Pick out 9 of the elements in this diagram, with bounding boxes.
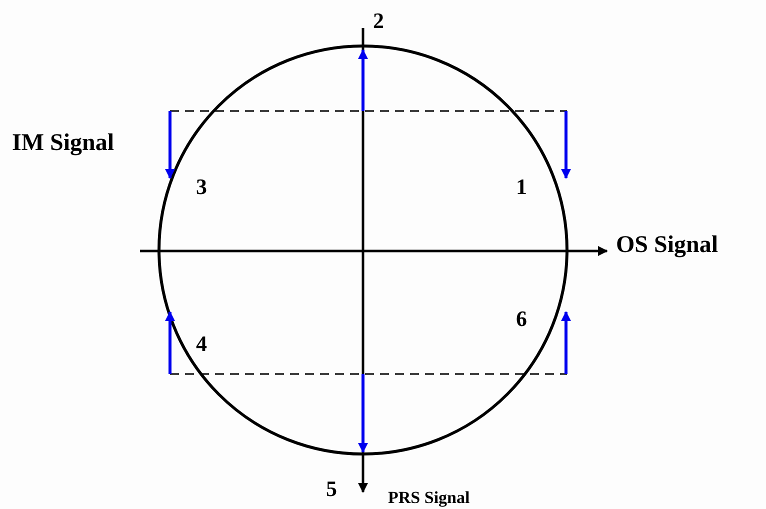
point-number: 5 <box>326 478 337 500</box>
point-number: 2 <box>373 10 384 32</box>
point-number: 4 <box>196 333 207 355</box>
axis-label: OS Signal <box>616 233 718 257</box>
point-number: 3 <box>196 176 207 198</box>
point-number: 1 <box>516 176 527 198</box>
axis-label: PRS Signal <box>388 489 470 506</box>
axis-label: IM Signal <box>12 131 114 155</box>
point-number: 6 <box>516 308 527 330</box>
